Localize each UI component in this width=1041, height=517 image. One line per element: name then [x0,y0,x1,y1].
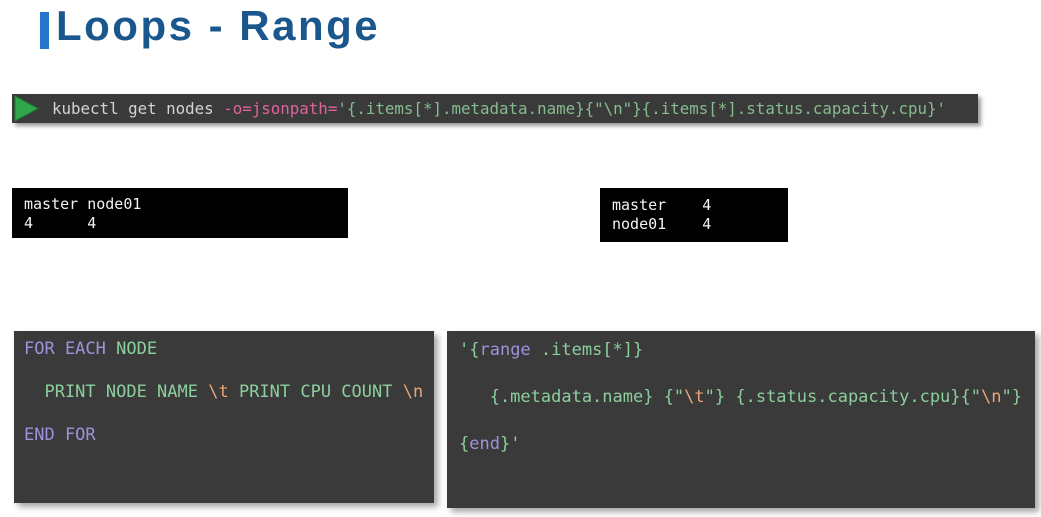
pseudocode-line-print: PRINT NODE NAME \t PRINT CPU COUNT \n [24,382,424,402]
title-accent-bar [40,12,49,49]
pseudocode-box: FOR EACH NODE PRINT NODE NAME \t PRINT C… [14,331,434,503]
jsonpath-line-end: {end}' [459,434,521,454]
terminal-output-range: master 4 node01 4 [600,188,788,242]
kubectl-command: kubectl get nodes -o=jsonpath='{.items[*… [52,99,947,118]
jsonpath-range-box: '{range .items[*]} {.metadata.name} {"\t… [447,331,1035,508]
page-title: Loops - Range [56,2,381,49]
jsonpath-line-range: '{range .items[*]} [459,340,644,360]
pseudocode-line-for: FOR EACH NODE [24,339,158,359]
terminal-command-bar: kubectl get nodes -o=jsonpath='{.items[*… [12,94,978,123]
terminal-output-wide: master node01 4 4 [12,188,348,238]
pseudocode-line-end: END FOR [24,425,96,445]
play-icon [14,95,39,122]
jsonpath-line-fields: {.metadata.name} {"\t"} {.status.capacit… [459,387,1022,407]
